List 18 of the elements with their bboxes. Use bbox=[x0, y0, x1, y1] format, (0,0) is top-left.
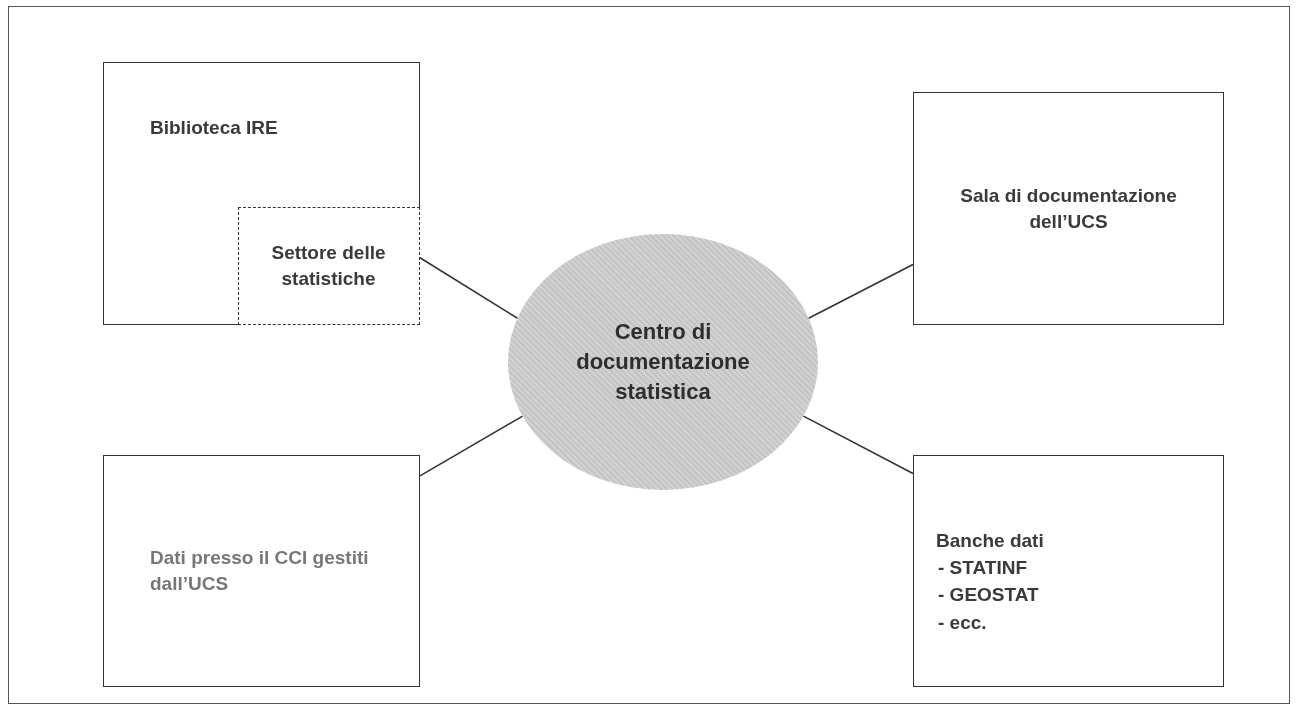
node-text: Banche dati bbox=[936, 529, 1044, 553]
node-text: Centro di documentazione statistica bbox=[575, 318, 751, 406]
box bbox=[913, 92, 1224, 325]
connector-line bbox=[802, 415, 914, 475]
node-text: Biblioteca IRE bbox=[150, 116, 278, 140]
node-text: Sala di documentazione dell’UCS bbox=[959, 183, 1178, 234]
connector-line bbox=[419, 415, 524, 477]
node-text: - ecc. bbox=[938, 610, 987, 635]
box bbox=[103, 62, 420, 325]
node-text: - GEOSTAT bbox=[938, 583, 1039, 608]
box bbox=[913, 455, 1224, 687]
node-text: Settore delle statistiche bbox=[270, 240, 387, 291]
node-text: Dati presso il CCI gestiti dall’UCS bbox=[150, 546, 370, 596]
box bbox=[103, 455, 420, 687]
connector-line bbox=[807, 263, 914, 320]
connector-line bbox=[419, 256, 519, 320]
dashed-box bbox=[237, 206, 420, 325]
node-text: - STATINF bbox=[938, 555, 1027, 580]
